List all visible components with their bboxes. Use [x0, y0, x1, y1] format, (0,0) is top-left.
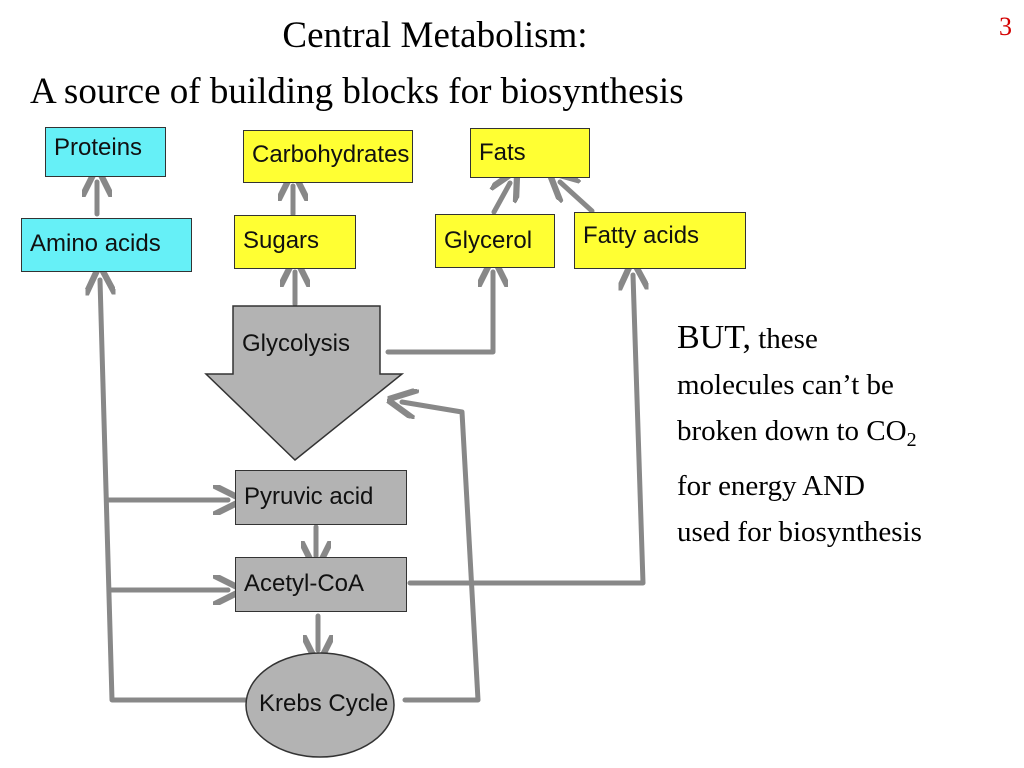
node-amino-acids-label: Amino acids: [30, 230, 161, 257]
glycolysis-arrow-shape: [204, 305, 405, 461]
node-glycerol-label: Glycerol: [444, 227, 533, 254]
arrow-glycerol-to-fats: [494, 183, 510, 215]
arrow-acetylcoa-to-fattyacids: [407, 275, 643, 586]
node-carbohydrates: Carbohydrates: [243, 130, 413, 183]
node-proteins: Proteins: [45, 127, 166, 177]
node-proteins-label: Proteins: [54, 134, 143, 161]
note-line3: broken down to CO: [677, 415, 907, 447]
slide-number: 3: [999, 12, 1012, 41]
note-but: BUT,: [677, 319, 751, 356]
note-subscript: 2: [906, 429, 917, 451]
note-line5: used for biosynthesis: [677, 516, 922, 548]
node-pyruvic-acid-label: Pyruvic acid: [244, 483, 374, 510]
node-fats: Fats: [470, 128, 590, 178]
node-acetyl-coa-label: Acetyl-CoA: [244, 570, 365, 597]
node-pyruvic-acid: Pyruvic acid: [235, 470, 407, 525]
node-glycerol: Glycerol: [435, 214, 555, 268]
note-text: BUT, these molecules can’t be broken dow…: [677, 315, 1017, 555]
node-carbohydrates-label: Carbohydrates: [252, 141, 410, 168]
arrow-krebs-to-glycolysis: [402, 402, 481, 703]
node-sugars-label: Sugars: [243, 227, 320, 254]
slide-title-line1: Central Metabolism:: [282, 15, 588, 56]
note-line2: molecules can’t be: [677, 369, 894, 401]
node-fatty-acids: Fatty acids: [574, 212, 746, 269]
krebs-cycle-ellipse: [245, 652, 395, 758]
node-fatty-acids-label: Fatty acids: [583, 222, 700, 249]
note-line4: for energy AND: [677, 470, 865, 502]
node-amino-acids: Amino acids: [21, 218, 192, 272]
node-fats-label: Fats: [479, 139, 526, 166]
node-krebs-cycle-label: Krebs Cycle: [259, 690, 389, 717]
note-line1: these: [750, 323, 818, 355]
node-acetyl-coa: Acetyl-CoA: [235, 557, 407, 612]
arrow-fattyacids-to-fats: [560, 182, 595, 214]
slide-title-line2: A source of building blocks for biosynth…: [30, 71, 684, 112]
arrow-krebs-to-aminoacids: [100, 280, 249, 703]
node-glycolysis-label: Glycolysis: [242, 330, 351, 357]
arrow-glycolysis-to-glycerol: [385, 272, 493, 355]
node-sugars: Sugars: [234, 215, 356, 269]
